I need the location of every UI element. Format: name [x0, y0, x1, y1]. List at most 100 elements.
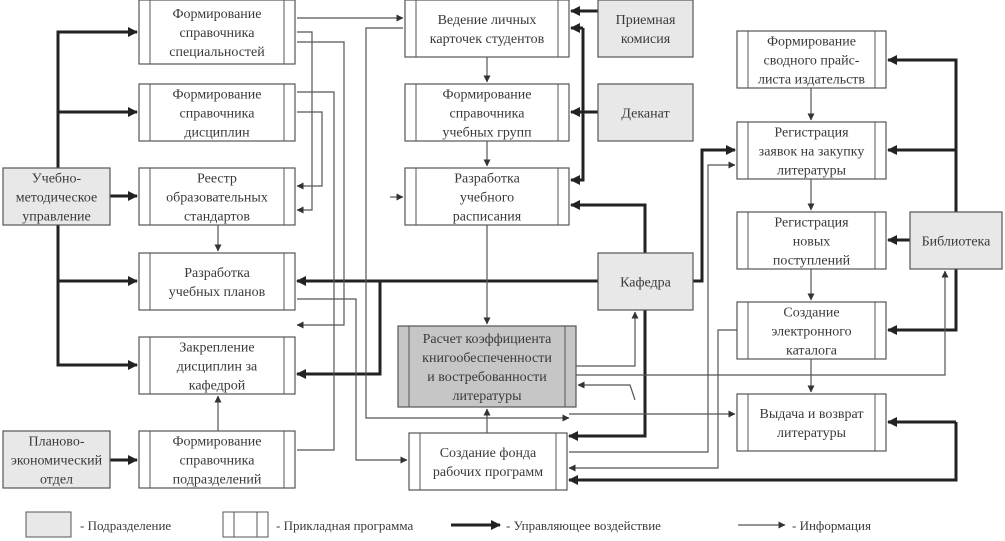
edge-spec-zakr: [296, 41, 345, 329]
program-box: [404, 83, 570, 142]
program-box: [138, 0, 296, 65]
node-label-line: Ведение личных: [438, 13, 537, 28]
node-label-line: кафедрой: [189, 379, 246, 394]
node-label-line: Регистрация: [774, 126, 849, 141]
node-label-line: расписания: [453, 210, 522, 225]
node-label-line: учебных планов: [169, 285, 266, 300]
edge-plans-fond: [297, 298, 408, 464]
edge-kaf-sched: [570, 200, 647, 253]
legend-program-swatch: [222, 511, 269, 538]
node-cards: Ведение личных карточек студентов: [404, 0, 570, 58]
node-label-line: книгообеспеченности: [422, 351, 552, 366]
node-fond: Создание фонда рабочих программ: [408, 432, 568, 491]
edge-fond-zayav: [569, 161, 736, 453]
node-dekan: Деканат: [597, 83, 694, 142]
edge-kaf-zayav: [693, 145, 736, 283]
node-podr: Формирование справочника подразделений: [138, 430, 296, 489]
legend-label: - Прикладная программа: [276, 518, 413, 533]
node-label-line: отдел: [40, 473, 73, 488]
edge-katal-fond: [568, 329, 737, 472]
program-box: [736, 211, 887, 270]
node-groups: Формирование справочника учебных групп: [404, 83, 570, 142]
node-label-line: стандартов: [184, 210, 250, 225]
node-plans: Разработка учебных планов: [138, 252, 296, 311]
edge-cards-coef: [365, 27, 570, 422]
department-box: [597, 0, 694, 58]
legend-item-control: - Управляющее воздействие: [451, 518, 661, 533]
program-box: [397, 325, 577, 408]
department-box: [597, 252, 694, 311]
program-box: [138, 430, 296, 489]
edges-layer: [56, 6, 958, 485]
node-label-line: поступлений: [773, 254, 851, 269]
node-label-line: дисциплин за: [177, 360, 258, 375]
node-label-line: новых: [793, 235, 831, 250]
nodes-layer: ФормированиесправочникаспециальностейФор…: [2, 0, 1003, 491]
node-label-line: учебных групп: [442, 126, 532, 141]
node-label-line: Формирование: [442, 88, 531, 103]
node-label-line: методическое: [16, 191, 98, 206]
node-label-line: литературы: [452, 389, 522, 404]
edge-dekan-sched: [570, 28, 585, 185]
edge-to-coef: [577, 381, 636, 401]
node-label-line: Формирование: [172, 88, 261, 103]
legend-item-department: - Подразделение: [25, 511, 171, 538]
department-box: [2, 430, 111, 489]
node-label-line: листа издательств: [758, 73, 865, 88]
edge-coef-kaf: [576, 311, 639, 367]
node-label-line: Разработка: [184, 266, 250, 281]
node-label-line: образовательных: [166, 191, 268, 206]
node-label-line: Планово-: [29, 435, 85, 450]
program-box: [138, 83, 296, 142]
program-box: [736, 393, 887, 452]
node-label-line: комисия: [621, 32, 671, 47]
edge-kaf-fond: [568, 310, 647, 441]
node-label-line: справочника: [450, 107, 526, 122]
node-label-line: карточек студентов: [430, 32, 545, 47]
node-kaf: Кафедра: [597, 252, 694, 311]
edge-lib-katal: [887, 269, 958, 335]
node-label-line: подразделений: [173, 473, 262, 488]
program-box: [404, 167, 570, 226]
program-box: [404, 0, 570, 58]
legend: - Подразделение - Прикладная программа - У…: [25, 511, 871, 538]
node-label-line: специальностей: [169, 45, 265, 60]
node-label-line: дисциплин: [184, 126, 250, 141]
program-box: [138, 252, 296, 311]
program-box: [736, 301, 887, 360]
department-box: [909, 211, 1003, 270]
edge-lib-price: [887, 55, 958, 212]
node-label-line: Создание: [783, 306, 839, 321]
node-label-line: электронного: [771, 325, 851, 340]
node-label-line: рабочих программ: [433, 465, 543, 480]
edge-disc-reestr: [296, 111, 323, 190]
legend-item-info: - Информация: [738, 518, 871, 533]
node-label-line: Расчет коэффициента: [423, 332, 553, 347]
edge-umu-zakr: [56, 225, 138, 370]
edge-lib-fond: [568, 422, 958, 485]
program-box: [408, 432, 568, 491]
node-label-line: Формирование: [172, 435, 261, 450]
node-label-line: Деканат: [621, 107, 669, 122]
node-label-line: справочника: [180, 454, 256, 469]
node-label-line: Библиотека: [922, 235, 992, 250]
node-label-line: справочника: [180, 26, 256, 41]
legend-label: - Подразделение: [80, 518, 171, 533]
edge-umu-spec: [56, 27, 138, 168]
node-label-line: учебного: [460, 191, 514, 206]
program-box: [736, 30, 887, 89]
node-label-line: Создание фонда: [440, 446, 537, 461]
legend-label: - Информация: [792, 518, 871, 533]
node-label-line: управление: [22, 210, 91, 225]
edge-coef-lib: [576, 270, 949, 376]
